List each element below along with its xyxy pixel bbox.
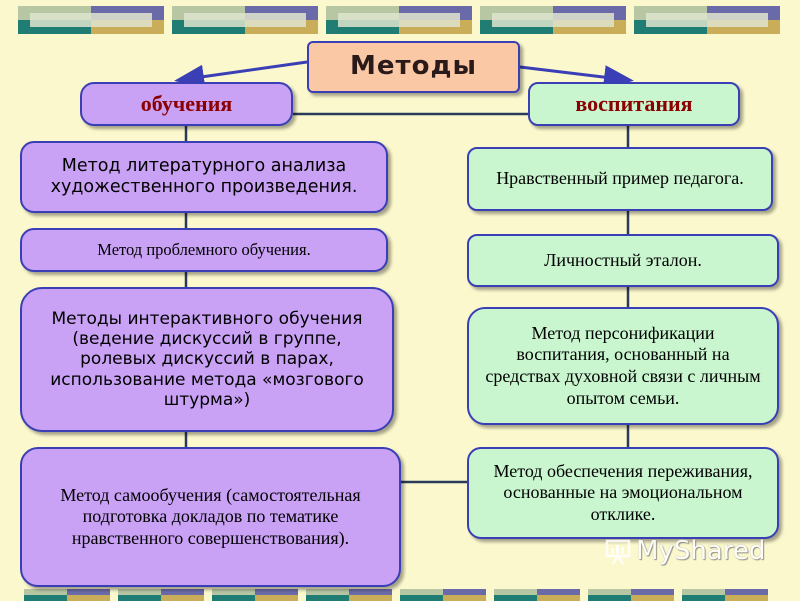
presentation-board-icon [605,539,631,565]
decor-tile [172,6,318,34]
method-box-self-learning: Метод самообучения (самостоятельная подг… [20,447,401,587]
branch-teaching-label: обучения [140,90,233,116]
method-box-literary-analysis: Метод литературного анализа художественн… [20,141,388,213]
decor-tile [326,6,472,34]
decor-tile [494,589,580,601]
decor-tile [634,6,780,34]
method-text: Личностный эталон. [544,249,702,270]
method-text: Метод проблемного обучения. [97,240,311,260]
arrow-to-left-branch [174,60,308,89]
bottom-decoration-band [24,589,768,601]
top-decoration-band [18,6,780,34]
watermark-text: MyShared [636,536,766,566]
method-text: Методы интерактивного обучения (ведение … [50,308,364,411]
branch-upbringing: воспитания [528,82,740,126]
decor-tile [400,589,486,601]
decor-tile [18,6,164,34]
decor-tile [682,589,768,601]
watermark: MyShared [604,536,765,566]
method-text: Метод обеспечения переживания, основанны… [493,460,753,524]
method-box-personification: Метод персонификации воспитания, основан… [467,307,779,425]
branch-teaching: обучения [80,82,293,126]
branch-upbringing-label: воспитания [575,90,693,116]
title-box: Методы [307,41,520,93]
method-text: Метод литературного анализа художественн… [50,156,358,197]
decor-tile [118,589,204,601]
method-box-personal-standard: Личностный эталон. [467,234,779,287]
method-box-problem-learning: Метод проблемного обучения. [20,228,388,272]
decor-tile [306,589,392,601]
decor-tile [480,6,626,34]
decor-tile [212,589,298,601]
method-box-emotional-response: Метод обеспечения переживания, основанны… [467,447,779,539]
decor-tile [588,589,674,601]
arrow-to-right-branch [519,65,634,90]
method-text: Метод самообучения (самостоятельная подг… [60,484,361,548]
decor-tile [24,589,110,601]
method-box-moral-example: Нравственный пример педагога. [467,147,773,211]
method-text: Нравственный пример педагога. [496,168,744,189]
method-text: Метод персонификации воспитания, основан… [485,322,761,408]
title-text: Методы [350,51,477,82]
method-box-interactive-learning: Методы интерактивного обучения (ведение … [20,287,394,432]
